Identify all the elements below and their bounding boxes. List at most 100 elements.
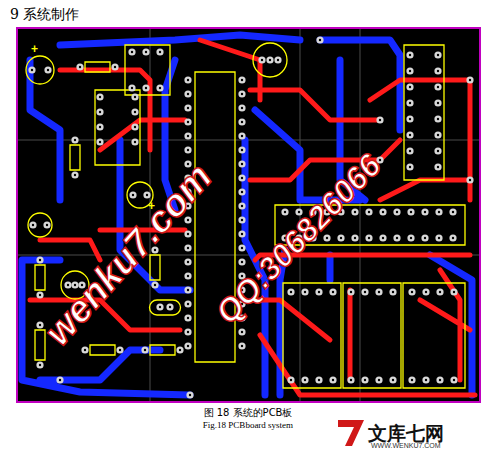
pad-ring [131, 108, 138, 115]
solder-pad [96, 93, 103, 100]
pad-hole [437, 70, 439, 72]
pad-ring [406, 67, 413, 74]
solder-pad [466, 176, 473, 183]
pad-ring [361, 288, 368, 295]
pad-hole [261, 59, 263, 61]
pad-hole [319, 39, 321, 41]
solder-pad [274, 56, 281, 63]
solder-pad [184, 230, 191, 237]
pad-ring [434, 147, 441, 154]
pad-ring [258, 56, 265, 63]
pad-hole [32, 224, 34, 226]
pad-ring [406, 115, 413, 122]
pad-ring [128, 84, 135, 91]
pad-ring [434, 131, 441, 138]
pad-hole [437, 150, 439, 152]
solder-pad [361, 376, 368, 383]
solder-pad [434, 115, 441, 122]
pad-hole [241, 191, 243, 193]
pad-hole [241, 149, 243, 151]
figure-caption-en: Fig.18 PCBboard system [203, 420, 293, 430]
solder-pad [436, 376, 443, 383]
solder-pad [238, 188, 245, 195]
solder-pad [71, 171, 78, 178]
pad-hole [304, 291, 306, 293]
pad-ring [238, 160, 245, 167]
pad-ring [347, 376, 354, 383]
pad-ring [184, 244, 191, 251]
pad-ring [238, 216, 245, 223]
pad-hole [410, 211, 412, 213]
pad-hole [364, 291, 366, 293]
pad-ring [36, 256, 43, 263]
pad-ring [434, 163, 441, 170]
pad-ring [184, 286, 191, 293]
pad-hole [145, 87, 147, 89]
pad-hole [187, 79, 189, 81]
pad-hole [241, 163, 243, 165]
pad-ring [238, 174, 245, 181]
solder-pad [131, 93, 138, 100]
solder-pad [434, 147, 441, 154]
pad-ring [238, 104, 245, 111]
pad-ring [379, 234, 386, 241]
pad-hole [241, 107, 243, 109]
solder-pad [71, 136, 78, 143]
solder-pad [238, 146, 245, 153]
pad-hole [437, 134, 439, 136]
solder-pad [36, 291, 43, 298]
transistor-outline [253, 43, 287, 77]
pad-hole [453, 291, 455, 293]
pad-hole [39, 364, 41, 366]
pad-ring [436, 288, 443, 295]
pad-hole [409, 166, 411, 168]
pad-ring [376, 116, 383, 123]
pad-ring [142, 48, 149, 55]
pad-ring [406, 163, 413, 170]
pad-hole [437, 102, 439, 104]
pad-hole [284, 211, 286, 213]
pad-ring [466, 76, 473, 83]
pad-ring [361, 376, 368, 383]
pad-hole [269, 59, 271, 61]
pad-ring [238, 76, 245, 83]
pad-hole [39, 294, 41, 296]
solder-pad [434, 67, 441, 74]
solder-pad [238, 328, 245, 335]
solder-pad [184, 244, 191, 251]
pad-ring [379, 208, 386, 215]
solder-pad [450, 288, 457, 295]
solder-pad [434, 51, 441, 58]
capacitor-outline [26, 56, 54, 84]
solder-pad [184, 118, 191, 125]
pad-ring [184, 328, 191, 335]
pad-hole [469, 179, 471, 181]
pad-hole [134, 111, 136, 113]
pad-ring [316, 36, 323, 43]
pad-ring [301, 376, 308, 383]
solder-pad [435, 208, 442, 215]
solder-pad [184, 104, 191, 111]
pad-hole [424, 237, 426, 239]
pad-hole [438, 211, 440, 213]
pad-hole [392, 379, 394, 381]
pad-hole [132, 194, 134, 196]
pad-ring [421, 234, 428, 241]
pad-ring [449, 234, 456, 241]
board-outline [17, 28, 480, 402]
pad-hole [241, 79, 243, 81]
pad-ring [36, 361, 43, 368]
pad-ring [141, 346, 148, 353]
solder-pad [408, 376, 415, 383]
solder-pad [406, 163, 413, 170]
solder-pad [128, 84, 135, 91]
pad-ring [156, 48, 163, 55]
pad-ring [71, 136, 78, 143]
solder-pad [176, 346, 183, 353]
pad-hole [290, 291, 292, 293]
logo-url: WWW.WENKU7.COM [371, 442, 441, 449]
pad-hole [99, 141, 101, 143]
pad-ring [375, 288, 382, 295]
pad-hole [318, 291, 320, 293]
solder-pad [238, 244, 245, 251]
